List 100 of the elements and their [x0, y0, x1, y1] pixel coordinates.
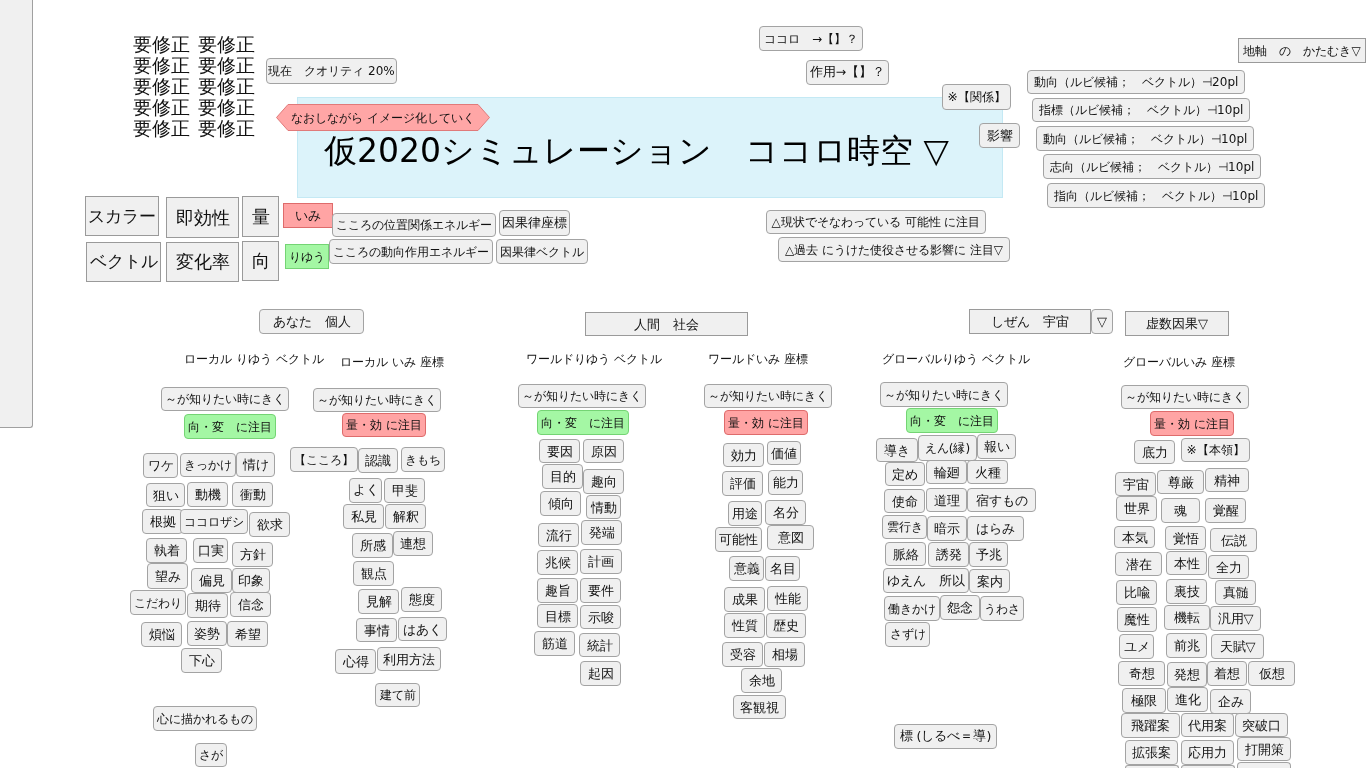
keyword-button: 脈絡	[885, 542, 926, 566]
keyword-button: 覚悟	[1165, 526, 1206, 550]
keyword-button: 連想	[393, 531, 433, 556]
keyword-button: 極限	[1122, 688, 1166, 713]
keyword-button: 機転	[1164, 605, 1210, 630]
keyword-button: 天賦▽	[1211, 634, 1264, 659]
keyword-button: さずけ	[885, 622, 930, 647]
keyword-button: 着想	[1207, 661, 1247, 686]
keyword-button: 暗示	[927, 516, 967, 541]
keyword-button: 姿勢	[187, 621, 227, 646]
keyword-button: 【こころ】	[290, 447, 358, 472]
keyword-button: 伝説	[1210, 528, 1257, 552]
keyword-button: 作用→【】？	[806, 60, 889, 85]
keyword-button: 情動	[586, 495, 621, 519]
keyword-button: ～が知りたい時にきく	[518, 384, 646, 408]
keyword-button: 情け	[236, 452, 275, 477]
mode-tag: りゆう	[285, 244, 329, 269]
keyword-button: 流行	[538, 523, 579, 547]
keyword-button: 標 (しるべ＝導)	[894, 724, 997, 749]
keyword-button: 根拠	[142, 509, 183, 534]
keyword-button: はあく	[398, 617, 447, 641]
keyword-button: 兆候	[537, 550, 578, 575]
keyword-button: 所感	[352, 533, 393, 558]
keyword-button: 能力	[768, 470, 803, 495]
revision-note: 要修正	[133, 34, 190, 55]
keyword-button: 進化	[1167, 687, 1208, 712]
keyword-button: 計画	[580, 549, 622, 574]
keyword-button: 真髄	[1215, 580, 1256, 605]
keyword-button: 成果	[724, 587, 765, 612]
keyword-button: 雲行き	[882, 515, 927, 539]
keyword-button: 性能	[767, 586, 808, 611]
keyword-button: 覚醒	[1205, 498, 1246, 523]
column-heading: ローカル りゆう ベクトル	[184, 352, 324, 367]
focus-tag: 量・効 に注目	[342, 413, 426, 437]
keyword-button: ゆえん 所以	[883, 568, 969, 593]
keyword-button: ▽	[1091, 309, 1113, 334]
keyword-button: 意義	[729, 556, 764, 581]
keyword-button: 志向（ルビ候補； ベクトル）⊣10pl	[1043, 154, 1261, 179]
keyword-button: 奇想	[1118, 661, 1165, 686]
keyword-button: 執着	[146, 538, 187, 563]
keyword-button: 比喩	[1116, 580, 1157, 605]
keyword-button: 甲斐	[384, 478, 425, 503]
keyword-button: 見解	[358, 589, 399, 614]
keyword-button: 心得	[335, 649, 376, 674]
keyword-button: 希望	[227, 621, 268, 647]
revision-note: 要修正	[133, 97, 190, 118]
keyword-button: 受容	[722, 642, 763, 667]
mode-tag: いみ	[283, 203, 333, 228]
keyword-button: ※【関係】	[942, 84, 1011, 110]
keyword-button: 解釈	[385, 504, 426, 529]
keyword-button: 精神	[1205, 468, 1249, 492]
keyword-button: 事情	[356, 618, 397, 642]
keyword-button: 下心	[181, 648, 222, 673]
keyword-button: 定め	[885, 462, 925, 486]
revision-note: 要修正	[133, 118, 190, 139]
keyword-button: 歴史	[766, 613, 806, 638]
keyword-button: 要因	[539, 439, 580, 463]
keyword-button: 評価	[722, 471, 763, 496]
keyword-button: ～が知りたい時にきく	[313, 388, 441, 412]
keyword-button: ワケ	[143, 453, 178, 478]
partial-button	[1237, 762, 1291, 768]
category-button: 変化率	[166, 242, 239, 282]
keyword-button: ～が知りたい時にきく	[1121, 385, 1249, 409]
keyword-button: 狙い	[146, 483, 185, 507]
category-button: ベクトル	[86, 242, 161, 282]
keyword-button: ～が知りたい時にきく	[704, 384, 832, 408]
category-button: 人間 社会	[585, 312, 748, 336]
keyword-button: 裏技	[1166, 579, 1207, 604]
focus-tag: 量・効 に注目	[724, 410, 808, 435]
keyword-button: 統計	[579, 633, 620, 657]
keyword-button: あなた 個人	[259, 309, 364, 334]
focus-tag: 量・効 に注目	[1150, 411, 1234, 436]
keyword-button: 指向（ルビ候補； ベクトル）⊣10pl	[1047, 183, 1265, 208]
revision-note: 要修正	[133, 55, 190, 76]
keyword-button: 傾向	[540, 491, 581, 516]
keyword-button: 態度	[401, 587, 442, 612]
keyword-button: 名目	[765, 556, 800, 581]
keyword-button: 底力	[1134, 440, 1175, 464]
partial-button	[1181, 765, 1235, 768]
revision-note: 要修正	[198, 55, 255, 76]
keyword-button: きもち	[401, 447, 445, 472]
keyword-button: 魔性	[1117, 607, 1157, 632]
keyword-button: 動機	[187, 482, 228, 507]
keyword-button: 観点	[353, 561, 394, 586]
keyword-button: ココロザシ	[180, 509, 248, 534]
keyword-button: 動向（ルビ候補； ベクトル）⊣10pl	[1036, 126, 1254, 151]
keyword-button: 飛躍案	[1121, 713, 1180, 738]
column-heading: ワールドいみ 座標	[708, 352, 808, 367]
keyword-button: 偏見	[191, 568, 232, 593]
keyword-button: 相場	[764, 642, 805, 667]
keyword-button: こころの動向作用エネルギー	[329, 239, 493, 264]
keyword-button: 原因	[583, 439, 624, 463]
keyword-button: 客観視	[733, 695, 786, 719]
revision-note: 要修正	[198, 118, 255, 139]
column-heading: ワールドりゆう ベクトル	[526, 352, 662, 367]
hexagon-tag: なおしながら イメージ化していく	[276, 104, 490, 131]
keyword-button: 示唆	[580, 605, 621, 629]
keyword-button: 全力	[1208, 555, 1249, 579]
keyword-button: 可能性	[715, 527, 762, 552]
keyword-button: 筋道	[534, 631, 575, 656]
